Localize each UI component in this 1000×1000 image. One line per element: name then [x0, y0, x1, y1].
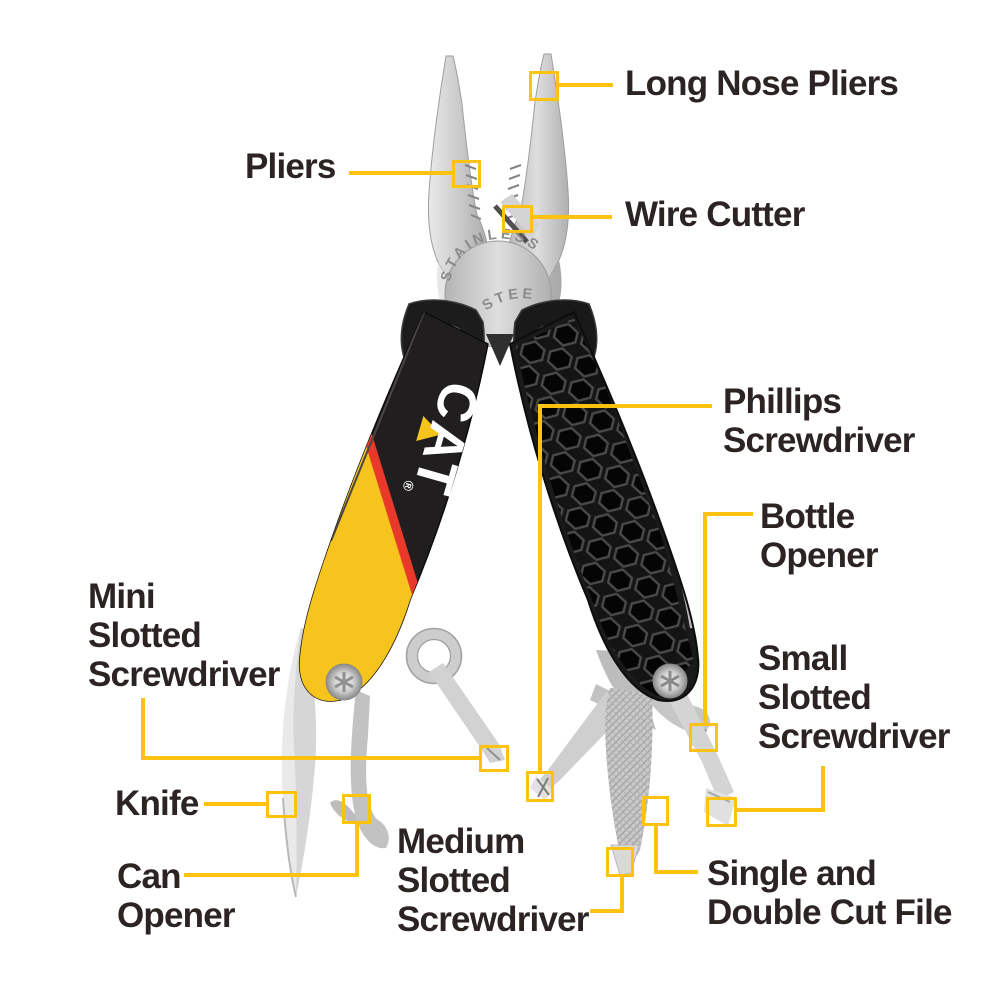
- wire-cutter-slit: [493, 204, 529, 244]
- label-medium-slotted-screwdriver: Medium Slotted Screwdriver: [397, 822, 589, 939]
- callout-box-mini-slotted-screwdriver: [479, 745, 509, 772]
- label-long-nose-pliers: Long Nose Pliers: [625, 64, 899, 103]
- callout-line-file-v: [654, 826, 658, 874]
- callout-line-wire-cutter: [533, 215, 612, 219]
- label-knife: Knife: [115, 784, 199, 823]
- callout-line-mini-slotted-v: [141, 698, 145, 760]
- honeycomb-texture: [516, 318, 694, 696]
- label-phillips-screwdriver: Phillips Screwdriver: [723, 382, 915, 460]
- callout-line-medium-slotted-h: [590, 909, 624, 913]
- callout-box-knife: [266, 791, 297, 818]
- red-stripe: [359, 422, 424, 604]
- label-small-slotted-screwdriver: Small Slotted Screwdriver: [758, 639, 950, 756]
- knife-blade: [281, 628, 317, 898]
- callout-box-pliers: [452, 160, 481, 188]
- callout-line-bottle-opener-v: [703, 512, 707, 723]
- right-jaw: [504, 53, 570, 287]
- callout-line-long-nose-pliers: [559, 83, 613, 87]
- right-torx-screw: [652, 663, 688, 699]
- callout-line-medium-slotted-v: [620, 877, 624, 913]
- label-single-and-double-cut-file: Single and Double Cut File: [707, 854, 952, 932]
- label-bottle-opener: Bottle Opener: [760, 497, 879, 575]
- callout-line-small-slotted-h: [737, 808, 825, 812]
- cat-logo-triangle: [416, 416, 441, 441]
- callout-line-knife: [204, 802, 266, 806]
- callout-line-bottle-opener-h: [703, 512, 753, 516]
- label-mini-slotted-screwdriver: Mini Slotted Screwdriver: [88, 577, 280, 694]
- label-pliers: Pliers: [245, 147, 336, 186]
- callout-line-can-opener-v: [355, 824, 359, 877]
- callout-box-can-opener: [342, 794, 371, 824]
- label-wire-cutter: Wire Cutter: [625, 195, 805, 234]
- callout-line-can-opener-h: [184, 873, 359, 877]
- callout-box-long-nose-pliers: [529, 71, 559, 101]
- callout-box-file: [642, 796, 669, 826]
- callout-box-wire-cutter: [502, 205, 533, 233]
- callout-box-phillips-screwdriver: [526, 771, 554, 802]
- callout-box-small-slotted-screwdriver: [706, 797, 737, 827]
- file-tool: [605, 688, 653, 876]
- callout-line-mini-slotted-h: [141, 756, 479, 760]
- callout-box-bottle-opener: [689, 723, 718, 752]
- mini-slotted-screwdriver-tool: [405, 627, 505, 763]
- label-can-opener: Can Opener: [117, 857, 236, 935]
- callout-line-phillips-h: [540, 404, 712, 408]
- callout-box-medium-slotted-screwdriver: [606, 847, 634, 877]
- fold-out-tools: [281, 627, 736, 898]
- callout-line-small-slotted-v: [821, 766, 825, 812]
- callout-line-phillips-v: [538, 404, 542, 771]
- yellow-scale: [299, 418, 420, 702]
- left-torx-screw: [325, 663, 363, 701]
- can-opener-tool: [330, 690, 389, 849]
- callout-line-file-h: [654, 870, 698, 874]
- callout-line-pliers: [349, 171, 452, 175]
